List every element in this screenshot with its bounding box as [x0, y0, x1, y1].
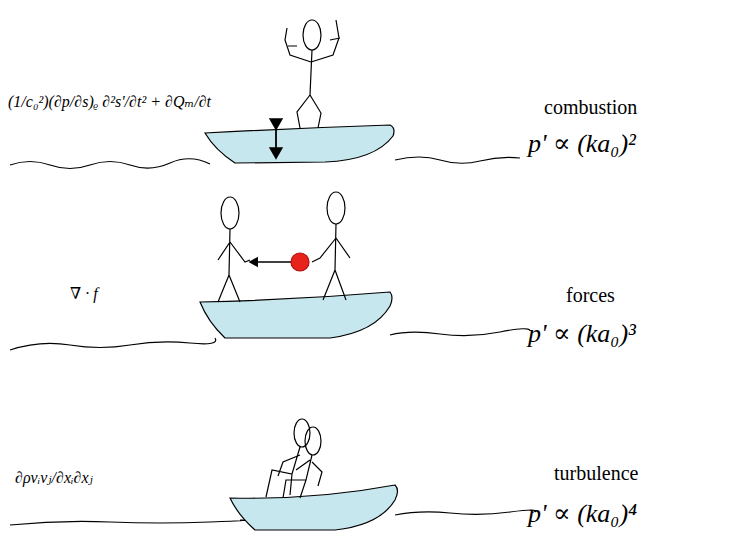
scaling-law: p' ∝ (ka₀)²	[528, 128, 636, 159]
source-formula: (1/c₀²)(∂p/∂s)ᵨ ∂²s'/∂t² + ∂Qₘ/∂t	[8, 92, 211, 111]
source-name: turbulence	[554, 462, 638, 485]
source-name: combustion	[544, 96, 637, 119]
source-name: forces	[566, 284, 615, 307]
scaling-law: p' ∝ (ka₀)⁴	[528, 498, 637, 529]
source-formula: ∇ · f⃗	[70, 284, 110, 303]
source-formula: ∂ρvᵢvⱼ/∂xᵢ∂xⱼ	[15, 468, 93, 487]
scaling-law: p' ∝ (ka₀)³	[528, 318, 636, 349]
